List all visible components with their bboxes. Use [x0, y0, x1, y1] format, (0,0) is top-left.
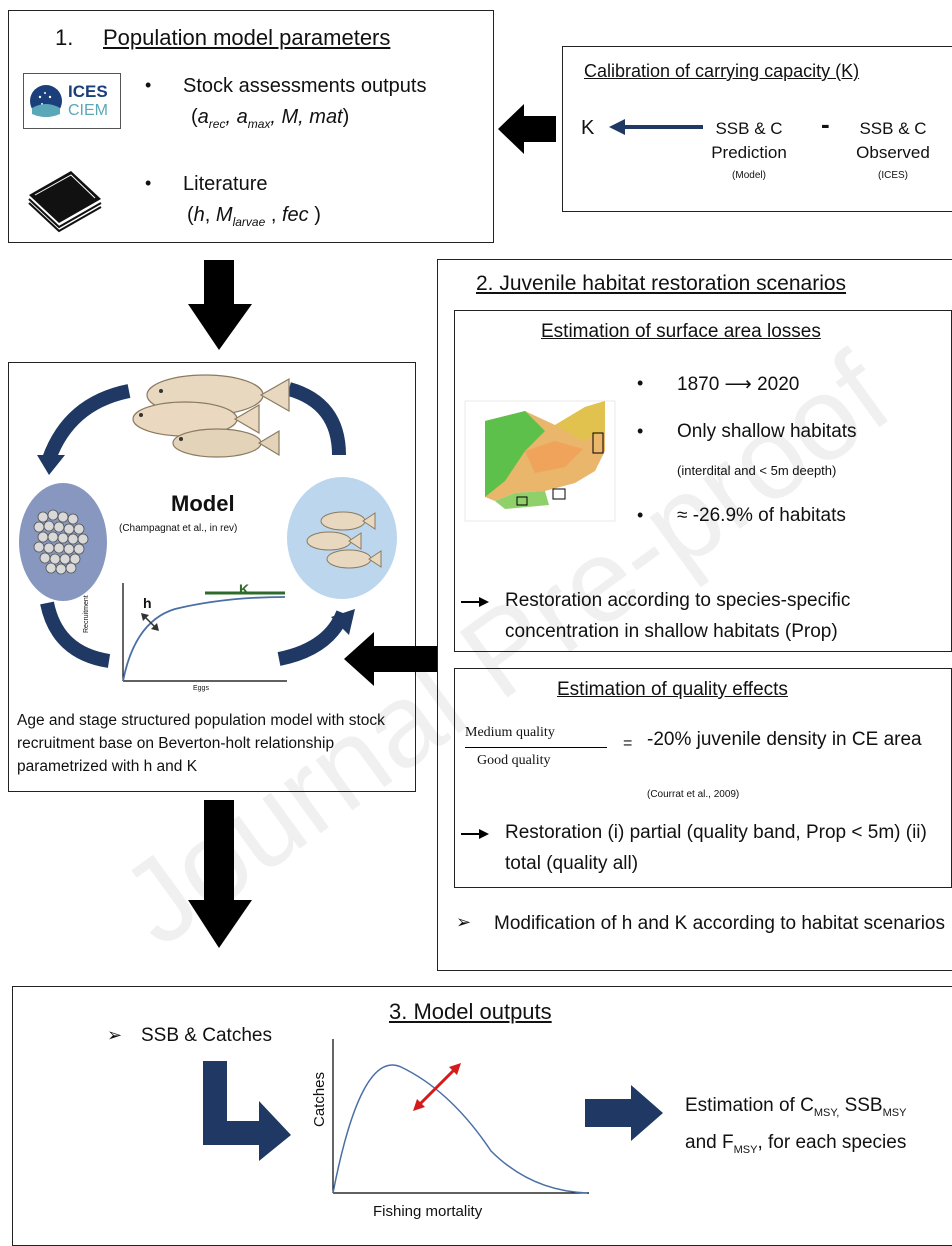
- equals-sign: =: [623, 735, 633, 752]
- modification-text: Modification of h and K according to hab…: [494, 913, 945, 934]
- arrow-right-navy-icon: [585, 1085, 663, 1141]
- ices-logo-text-top: ICES: [68, 82, 108, 101]
- surface-restoration: Restoration according to species-specifi…: [505, 585, 945, 647]
- map-image: [464, 400, 616, 522]
- model-description: Age and stage structured population mode…: [17, 712, 385, 775]
- arrow-turn-right-icon: [203, 1061, 291, 1161]
- arrow-down-black-icon: [188, 260, 252, 350]
- cycle-arrows: [37, 382, 355, 668]
- box1-title: Population model parameters: [103, 25, 391, 50]
- shallow-habitats-label: Only shallow habitats: [677, 421, 857, 442]
- quality-title: Estimation of quality effects: [557, 679, 788, 700]
- fishing-mortality-axis-label: Fishing mortality: [373, 1203, 483, 1220]
- quality-restoration: Restoration (i) partial (quality band, P…: [505, 822, 927, 874]
- quality-denominator: Good quality: [477, 753, 551, 768]
- eggs-axis-label: Eggs: [193, 685, 209, 692]
- adult-fish-icon: [132, 374, 290, 458]
- book-icon: [28, 171, 102, 233]
- bullet-dot: •: [145, 173, 152, 193]
- literature-label: Literature: [183, 173, 268, 195]
- ssb-catches-label: SSB & Catches: [141, 1025, 272, 1046]
- calibration-title: Calibration of carrying capacity (K): [584, 61, 860, 81]
- arrow-left-black-icon: [344, 632, 444, 686]
- juvenile-fish-icon: [306, 511, 382, 569]
- habitat-loss-label: ≈ -26.9% of habitats: [677, 505, 846, 526]
- quality-effect: -20% juvenile density in CE area: [647, 729, 922, 750]
- eggs-icon: [33, 509, 89, 575]
- bullet-dot: •: [637, 421, 644, 441]
- catches-axis-label: Catches: [311, 1071, 328, 1127]
- surface-title: Estimation of surface area losses: [541, 321, 821, 342]
- estimation-text: Estimation of CMSY, SSBMSY and FMSY, for…: [685, 1091, 952, 1165]
- catches-curve-chart: [332, 1039, 589, 1194]
- box3-title: 3. Model outputs: [389, 999, 552, 1024]
- calibration-k: K: [581, 117, 595, 139]
- surface-loss-box: Estimation of surface area losses • 1870…: [454, 310, 952, 652]
- quality-citation: (Courrat et al., 2009): [647, 789, 740, 800]
- model-outputs-box: 3. Model outputs ➢ SSB & Catches Catches…: [12, 986, 952, 1246]
- arrow-left-icon: [609, 119, 703, 135]
- recruitment-curve-chart: [122, 583, 287, 682]
- arrow-down-black-icon: [188, 800, 252, 948]
- curve-k-label: K: [239, 581, 250, 597]
- bullet-dot: •: [637, 373, 644, 393]
- population-parameters-box: 1. Population model parameters ICES CIEM…: [8, 10, 494, 243]
- habitat-scenarios-box: 2. Juvenile habitat restoration scenario…: [437, 259, 952, 971]
- quality-effects-box: Estimation of quality effects Medium qua…: [454, 668, 952, 888]
- chevron-bullet-icon: ➢: [456, 912, 472, 932]
- arrow-right-icon: [461, 597, 489, 607]
- arrow-left-black-icon: [498, 104, 556, 154]
- observed-source: (ICES): [878, 170, 908, 181]
- bullet-dot: •: [145, 75, 152, 95]
- stock-assessment-label: Stock assessments outputs: [183, 75, 427, 97]
- shallow-habitats-note: (interdital and < 5m deepth): [677, 463, 837, 478]
- surface-restoration-text: Restoration according to species-specifi…: [505, 590, 851, 642]
- minus-sign: -: [821, 109, 830, 139]
- box1-number: 1.: [55, 25, 74, 50]
- stock-assessment-params: (arec, amax, M, mat): [191, 106, 350, 131]
- ices-logo-text-bottom: CIEM: [68, 102, 108, 119]
- quality-numerator: Medium quality: [465, 725, 555, 740]
- model-box: Model (Champagnat et al., in rev) h K Re…: [8, 362, 416, 792]
- calibration-box: Calibration of carrying capacity (K) K S…: [562, 46, 952, 212]
- arrow-right-icon: [461, 829, 489, 839]
- estimation-line2: and FMSY, for each species: [685, 1131, 907, 1156]
- observed-label: SSB & C Observed: [856, 119, 930, 162]
- period-label: 1870 ⟶ 2020: [677, 374, 800, 395]
- model-title: Model: [171, 491, 235, 516]
- ices-logo: ICES CIEM: [23, 73, 121, 129]
- literature-params: (h, Mlarvae , fec ): [187, 204, 321, 229]
- fraction-line: [465, 747, 607, 748]
- bullet-dot: •: [637, 505, 644, 525]
- curve-h-label: h: [143, 595, 152, 611]
- chevron-bullet-icon: ➢: [107, 1025, 123, 1045]
- model-citation: (Champagnat et al., in rev): [119, 523, 238, 534]
- recruitment-axis-label: Recruitment: [83, 595, 90, 633]
- ices-globe-icon: [30, 85, 62, 117]
- prediction-label: SSB & C Prediction: [711, 119, 787, 162]
- estimation-line1: Estimation of CMSY, SSBMSY: [685, 1095, 907, 1119]
- prediction-source: (Model): [732, 170, 766, 181]
- box2-title: 2. Juvenile habitat restoration scenario…: [476, 272, 847, 295]
